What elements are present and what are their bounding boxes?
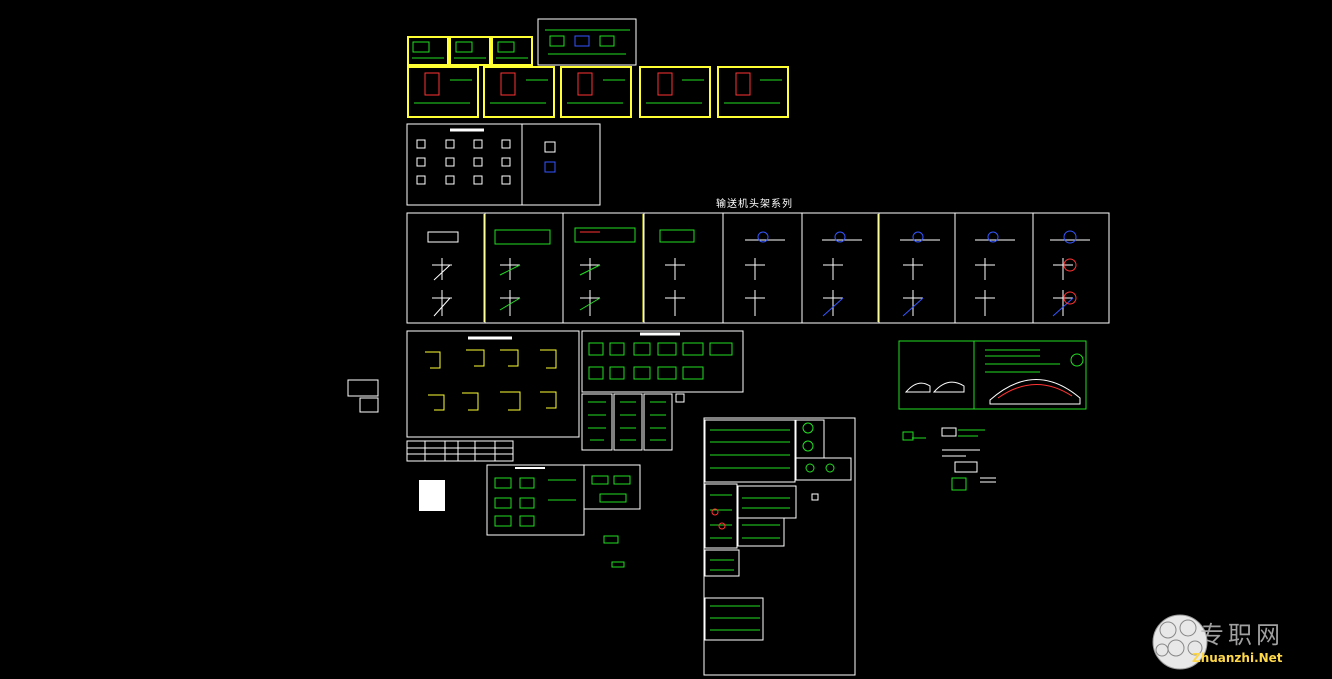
watermark: 专职网 Zhuanzhi.Net (1134, 615, 1324, 673)
sheet-small-1 (407, 36, 449, 66)
watermark-domain: Zhuanzhi.Net (1192, 651, 1283, 665)
sheet-parts-grid (406, 123, 601, 206)
table-sheet (406, 440, 514, 462)
white-block (419, 480, 445, 511)
drawing-title: 输送机头架系列 (716, 199, 793, 210)
sheet-green-machines (581, 330, 744, 393)
sheet-top-white (537, 18, 637, 66)
sheet-small-3 (491, 36, 533, 66)
watermark-chinese: 专职网 (1200, 621, 1284, 649)
sheet-yellow-row (407, 66, 789, 118)
sheet-right-green (898, 340, 1087, 410)
sheet-small-2 (449, 36, 491, 66)
watermark-globe (1152, 614, 1208, 670)
sheet-row-head-frames (406, 212, 1110, 324)
sheet-brackets (406, 330, 580, 438)
sheet-tall (703, 417, 856, 676)
